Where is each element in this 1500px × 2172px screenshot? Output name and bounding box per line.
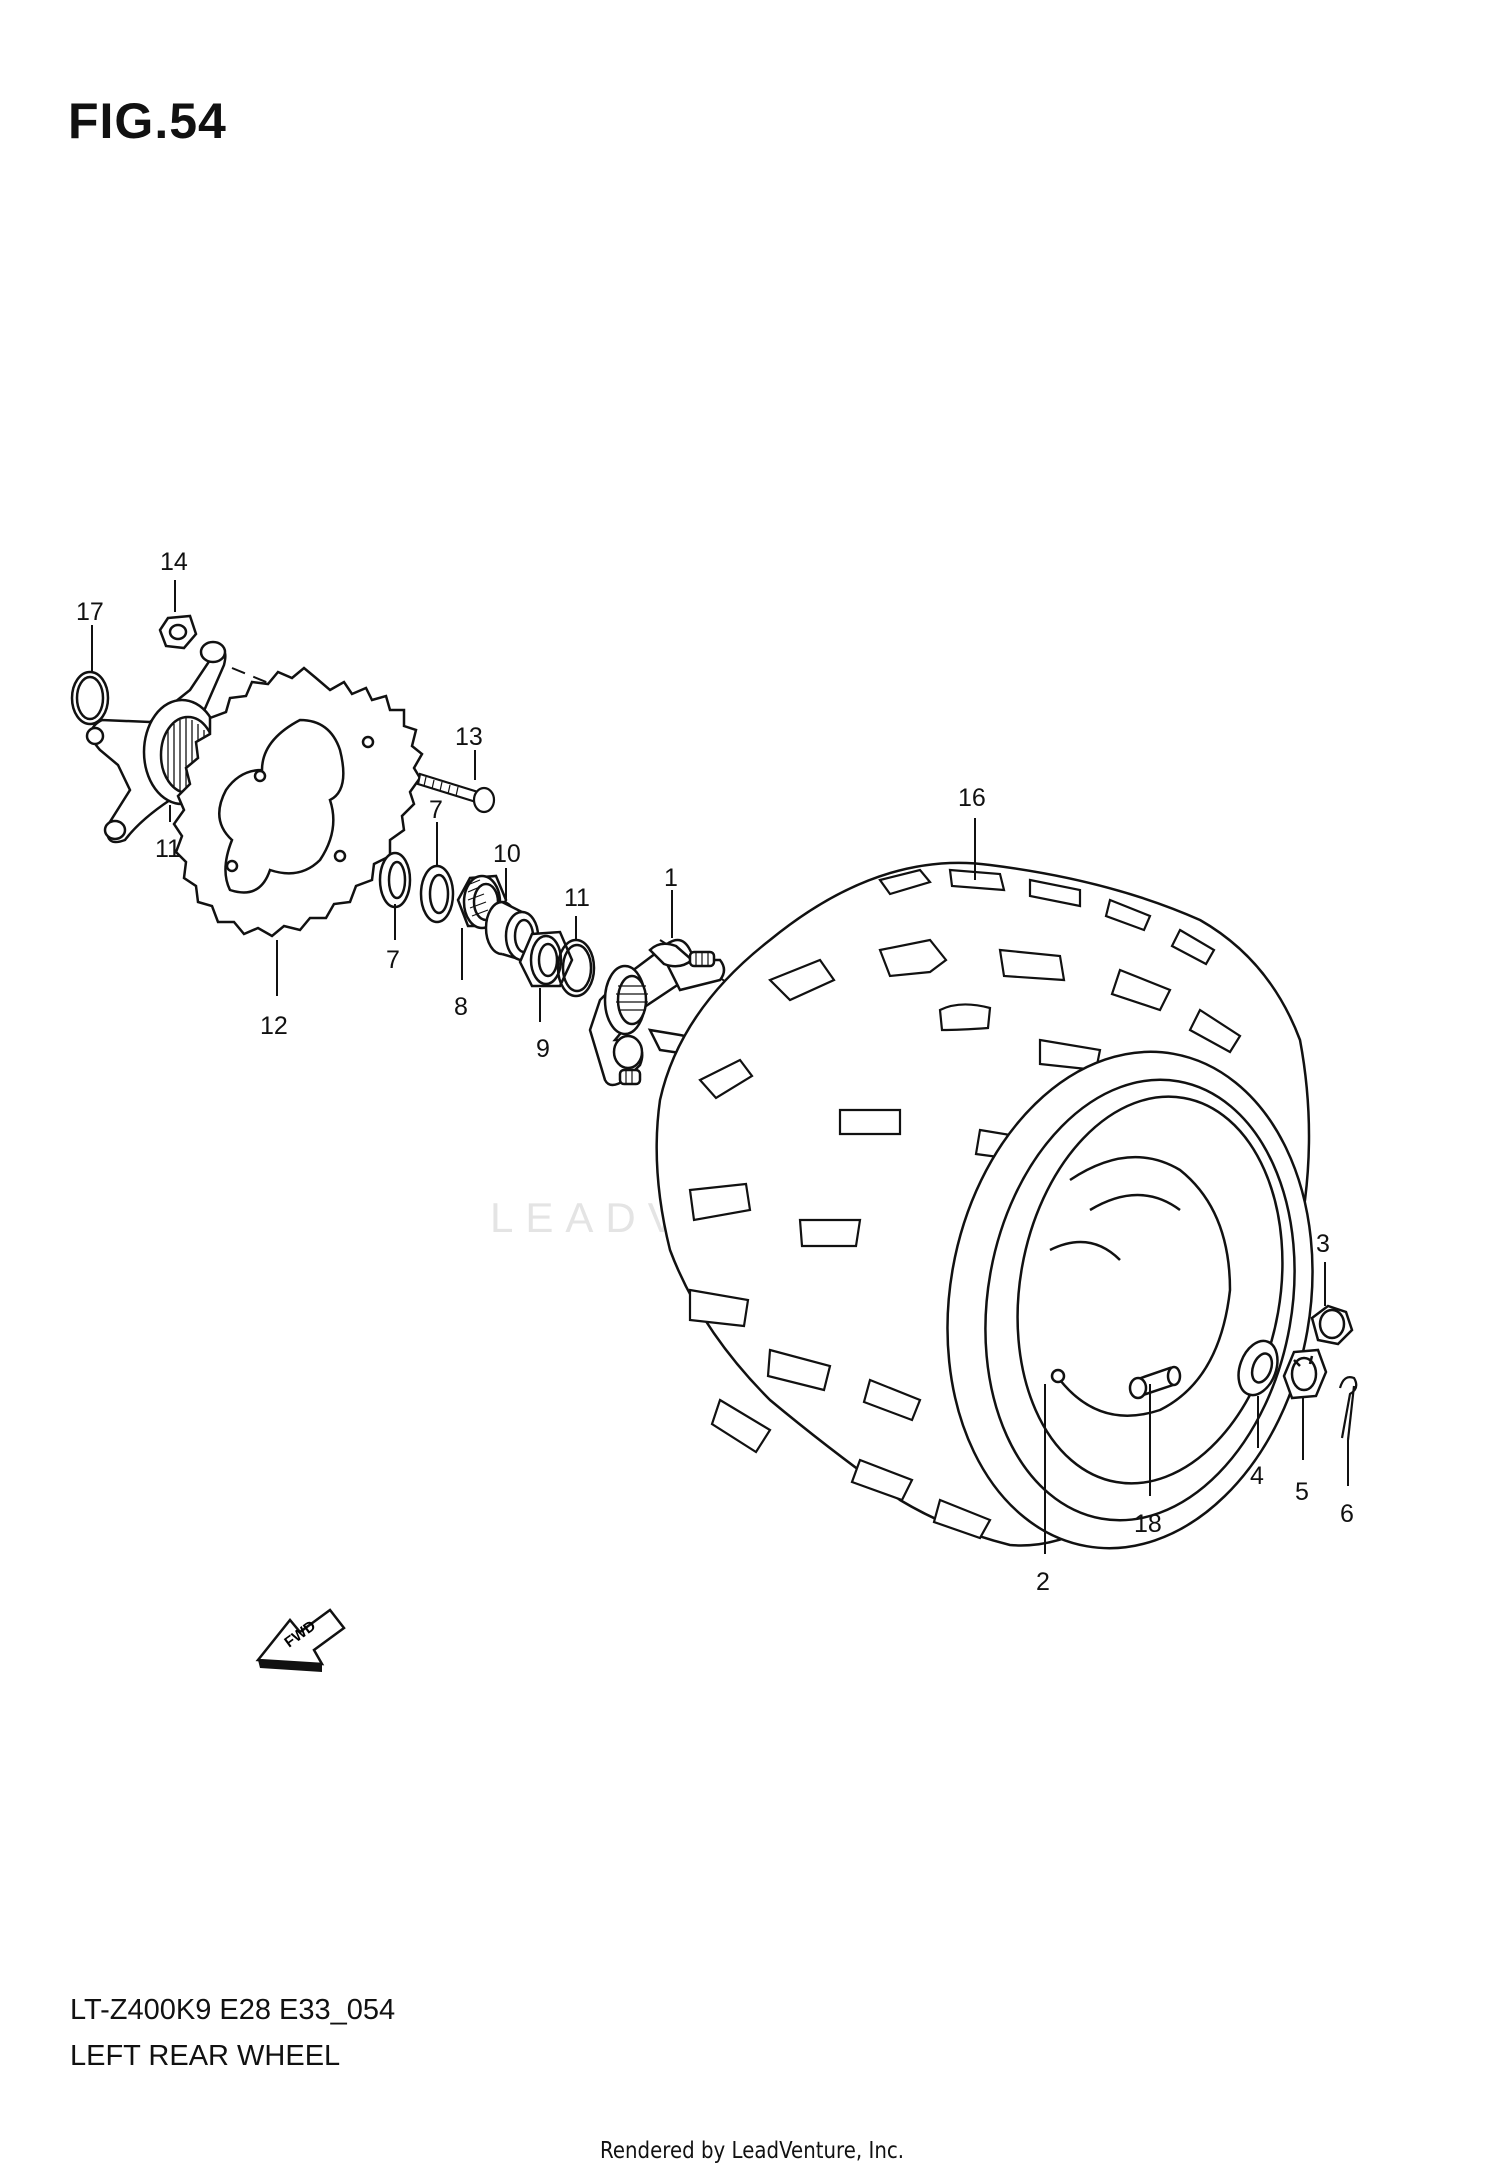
rear-wheel-hub — [588, 938, 726, 1087]
callout-12: 11 — [155, 835, 181, 863]
callout-1: 1 — [664, 864, 678, 892]
callout-leaders — [91, 580, 1349, 1554]
washer-right — [419, 864, 455, 924]
callout-9: 9 — [536, 1035, 550, 1063]
callout-10: 10 — [493, 840, 521, 868]
callout-14: 13 — [455, 723, 483, 751]
tire-tread — [688, 868, 1272, 1540]
callout-15: 14 — [160, 548, 188, 576]
model-code: LT-Z400K9 E28 E33_054 — [70, 1994, 396, 2026]
diagram-title: LEFT REAR WHEEL — [70, 2040, 341, 2072]
tire-valve — [1128, 1365, 1182, 1400]
rear-sprocket-mount — [85, 640, 237, 844]
callout-7-upper: 7 — [429, 796, 443, 824]
callout-5: 5 — [1295, 1478, 1309, 1506]
cotter-pin — [1338, 1376, 1358, 1441]
callout-17: 18 — [1134, 1510, 1162, 1538]
callout-13: 12 — [260, 1012, 288, 1040]
rear-wheel-rim — [946, 1050, 1314, 1550]
callout-2: 2 — [1036, 1568, 1050, 1596]
axle-washer — [1237, 1339, 1279, 1397]
rear-sprocket — [172, 666, 424, 938]
callout-7-lower: 7 — [386, 946, 400, 974]
circlip — [556, 938, 596, 998]
o-ring — [70, 670, 110, 726]
washer-left — [378, 851, 412, 909]
figure-title: FIG.54 — [68, 93, 227, 149]
callout-6: 6 — [1340, 1500, 1354, 1528]
callout-labels: 14 17 11 12 13 7 7 10 8 9 11 1 16 3 4 5 … — [76, 548, 1354, 1596]
callout-11: 11 — [564, 884, 590, 912]
forward-direction-marker: FWD — [255, 1608, 346, 1672]
sprocket-bolt — [416, 772, 496, 814]
callout-8: 8 — [454, 993, 468, 1021]
footer-credit: Rendered by LeadVenture, Inc. — [600, 2138, 905, 2164]
callout-4: 4 — [1250, 1462, 1264, 1490]
callout-3: 3 — [1316, 1230, 1330, 1258]
callout-18: 17 — [76, 598, 104, 626]
castle-nut — [1282, 1348, 1328, 1400]
callout-16: 16 — [958, 784, 986, 812]
sprocket-nut — [158, 614, 198, 650]
wheel-nut — [1310, 1304, 1354, 1346]
